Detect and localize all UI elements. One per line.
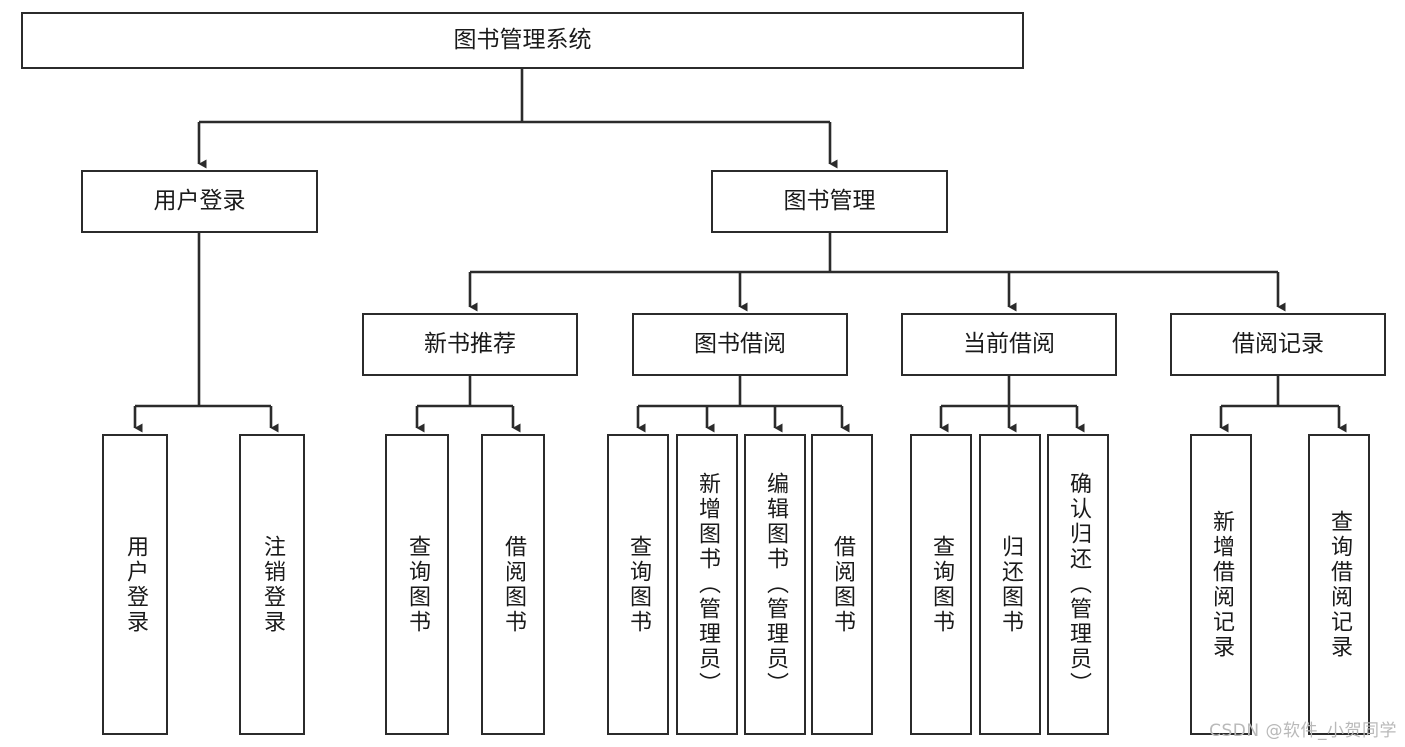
leaf-current-query-book[interactable]: 查询图书 (910, 434, 972, 735)
leaf-current-return-book[interactable]: 归还图书 (979, 434, 1041, 735)
leaf-recommend-query-book-label: 查询图书 (405, 534, 430, 635)
leaf-borrow-add-book[interactable]: 新增图书（管理员） (676, 434, 738, 735)
node-book-management-label: 图书管理 (783, 187, 876, 214)
leaf-borrow-query-book[interactable]: 查询图书 (607, 434, 669, 735)
leaf-recommend-borrow-book[interactable]: 借阅图书 (481, 434, 545, 735)
leaf-borrow-borrow-book[interactable]: 借阅图书 (811, 434, 873, 735)
leaf-record-query-record-label: 查询借阅记录 (1327, 509, 1352, 660)
leaf-borrow-edit-book-label: 编辑图书（管理员） (763, 472, 788, 697)
node-new-book-recommend[interactable]: 新书推荐 (362, 313, 578, 376)
node-user-login-label: 用户登录 (153, 187, 246, 214)
node-book-borrow-label: 图书借阅 (694, 330, 786, 357)
leaf-record-query-record[interactable]: 查询借阅记录 (1308, 434, 1370, 735)
node-root-label: 图书管理系统 (453, 26, 592, 53)
node-user-login[interactable]: 用户登录 (81, 170, 318, 233)
leaf-current-return-book-label: 归还图书 (998, 534, 1023, 635)
leaf-current-confirm-return-label: 确认归还（管理员） (1066, 472, 1091, 697)
node-borrow-record[interactable]: 借阅记录 (1170, 313, 1386, 376)
node-new-book-recommend-label: 新书推荐 (424, 330, 516, 357)
node-current-borrow[interactable]: 当前借阅 (901, 313, 1117, 376)
leaf-user-login-label: 用户登录 (123, 534, 148, 635)
leaf-current-confirm-return[interactable]: 确认归还（管理员） (1047, 434, 1109, 735)
leaf-user-logout[interactable]: 注销登录 (239, 434, 305, 735)
leaf-user-logout-label: 注销登录 (260, 534, 285, 635)
node-root[interactable]: 图书管理系统 (21, 12, 1024, 69)
node-current-borrow-label: 当前借阅 (963, 330, 1055, 357)
leaf-current-query-book-label: 查询图书 (929, 534, 954, 635)
leaf-borrow-edit-book[interactable]: 编辑图书（管理员） (744, 434, 806, 735)
leaf-recommend-borrow-book-label: 借阅图书 (501, 534, 526, 635)
leaf-record-add-record-label: 新增借阅记录 (1209, 509, 1234, 660)
node-book-borrow[interactable]: 图书借阅 (632, 313, 848, 376)
leaf-user-login[interactable]: 用户登录 (102, 434, 168, 735)
node-book-management[interactable]: 图书管理 (711, 170, 948, 233)
leaf-borrow-borrow-book-label: 借阅图书 (830, 534, 855, 635)
watermark: CSDN @软件_小贺同学 (1209, 721, 1397, 741)
leaf-borrow-add-book-label: 新增图书（管理员） (695, 472, 720, 697)
leaf-record-add-record[interactable]: 新增借阅记录 (1190, 434, 1252, 735)
leaf-recommend-query-book[interactable]: 查询图书 (385, 434, 449, 735)
leaf-borrow-query-book-label: 查询图书 (626, 534, 651, 635)
node-borrow-record-label: 借阅记录 (1232, 330, 1324, 357)
